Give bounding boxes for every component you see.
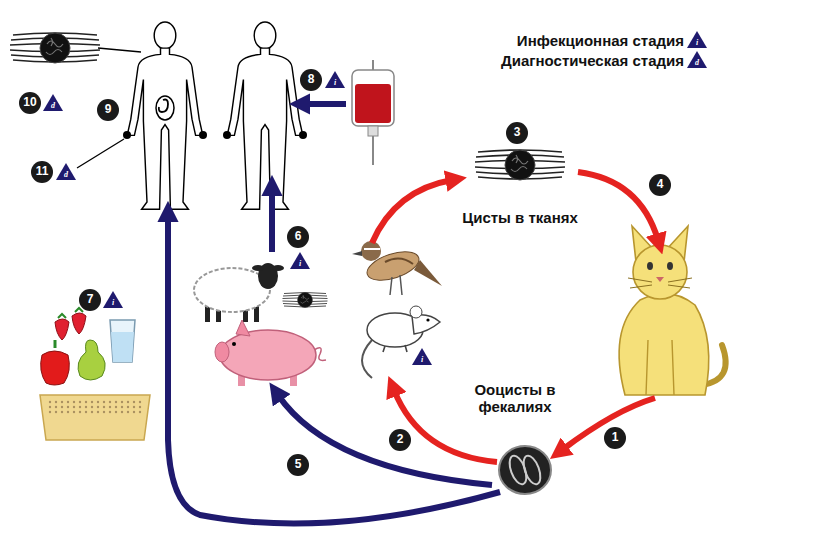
callout-circle — [649, 174, 671, 196]
human-figure — [127, 22, 203, 209]
bird — [352, 241, 442, 295]
stage-triangle — [412, 348, 432, 365]
stage-triangle — [56, 163, 76, 180]
caption: Ооцисты в фекалиях — [459, 381, 571, 416]
stage-letter: d — [695, 58, 699, 67]
label-marks — [19, 31, 707, 476]
legend-text: Инфекционная стадия — [517, 32, 684, 49]
callout-number: 11 — [36, 165, 49, 179]
cat — [619, 226, 726, 395]
human-figure — [227, 22, 303, 209]
stage-letter: i — [112, 298, 114, 307]
callout-number: 2 — [397, 433, 404, 447]
stage-letter: d — [64, 170, 68, 179]
legend-text: Диагностическая стадия — [501, 52, 684, 69]
stage-triangle — [687, 51, 707, 68]
caption: Цисты в тканях — [435, 209, 605, 226]
transmission-arrow — [168, 104, 500, 524]
oocyst — [499, 446, 551, 494]
stage-letter: i — [696, 38, 698, 47]
stage-triangle — [103, 291, 123, 308]
stage-triangle — [43, 94, 63, 111]
sheep — [194, 263, 284, 322]
callout-circle — [389, 429, 411, 451]
callout-number: 4 — [657, 178, 664, 192]
callout-circle — [604, 427, 626, 449]
tissue-cyst — [10, 33, 100, 63]
callout-number: 10 — [23, 96, 36, 110]
food-water-litter — [40, 308, 150, 440]
callout-circle — [506, 122, 528, 144]
callout-number: 1 — [612, 431, 619, 445]
callout-number: 8 — [308, 73, 315, 87]
callout-circle — [31, 161, 53, 183]
callout-number: 9 — [105, 103, 112, 117]
tissue-cyst — [475, 150, 565, 180]
rat — [362, 306, 440, 378]
stage-letter: i — [299, 259, 301, 268]
callout-circle — [287, 226, 309, 248]
callout-number: 5 — [295, 458, 302, 472]
pig — [215, 320, 326, 386]
tissue-cyst — [283, 293, 328, 308]
stage-letter: d — [51, 101, 55, 110]
fetus — [156, 96, 174, 120]
stage-triangle — [325, 71, 345, 88]
stage-letter: i — [334, 78, 336, 87]
callout-number: 6 — [295, 230, 302, 244]
callout-circle — [300, 69, 322, 91]
callout-circle — [19, 92, 41, 114]
stage-letter: i — [421, 355, 423, 364]
callout-number: 3 — [514, 126, 521, 140]
callout-circle — [79, 289, 101, 311]
callout-number: 7 — [87, 293, 94, 307]
cycle-arrow — [372, 172, 658, 462]
stage-triangle — [290, 252, 310, 269]
callout-circle — [97, 99, 119, 121]
stage-triangle — [687, 31, 707, 48]
blood-bag — [352, 60, 394, 165]
callout-circle — [287, 454, 309, 476]
